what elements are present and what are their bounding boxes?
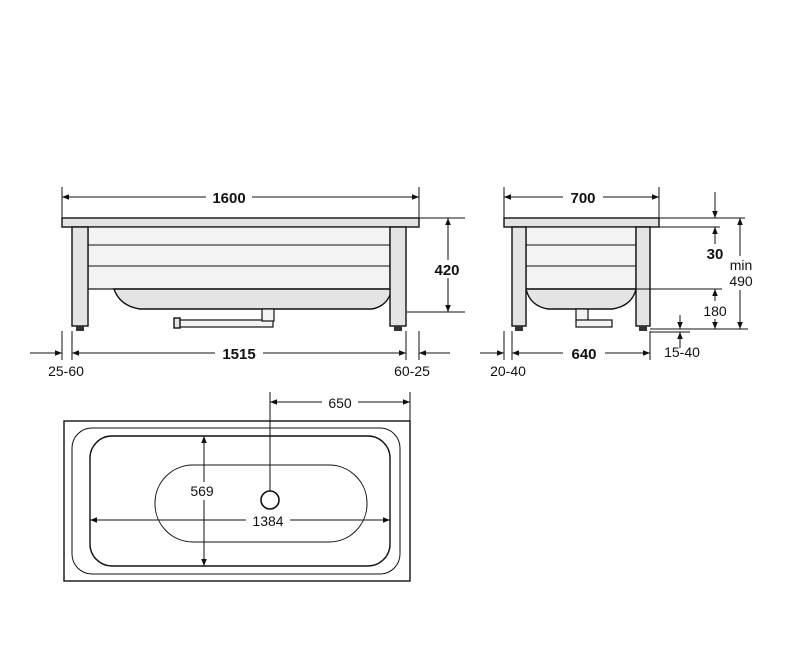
front-basin: [113, 288, 393, 310]
side-leg-span-label: 640: [571, 346, 596, 363]
front-leg-right: [389, 226, 407, 327]
front-body: [87, 226, 391, 290]
plan-inner-length-label: 1384: [252, 513, 283, 529]
front-leg-span-label: 1515: [222, 346, 255, 363]
plan-inner-edge: [71, 427, 401, 575]
side-leg-height-label: 180: [703, 303, 727, 319]
plan-inner-width-label: 569: [190, 483, 214, 499]
front-view: 1600 420 1515 25-60: [30, 187, 465, 379]
plan-drain-offset-label: 650: [328, 395, 352, 411]
side-body: [525, 226, 637, 290]
side-left-offset-label: 20-40: [490, 363, 526, 379]
side-drain: [575, 308, 589, 322]
side-leg-left: [511, 226, 527, 327]
front-length-label: 1600: [212, 190, 245, 207]
side-min-label: min: [730, 257, 753, 273]
plan-drain: [260, 490, 280, 510]
front-right-offset-label: 60-25: [394, 363, 430, 379]
plan-basin: [89, 435, 391, 567]
side-rim: [503, 217, 660, 228]
side-basin: [525, 288, 637, 310]
front-leg-left: [71, 226, 89, 327]
side-view: 700 30 min 490 180: [480, 187, 758, 379]
front-height-label: 420: [434, 262, 459, 279]
plan-view: 650 569 1384: [63, 392, 411, 582]
front-drain-pipe: [176, 319, 274, 328]
side-leg-right: [635, 226, 651, 327]
side-min-height-label: 490: [729, 273, 753, 289]
side-rim-thickness-label: 30: [707, 246, 724, 263]
plan-basin-floor: [154, 464, 368, 543]
front-left-offset-label: 25-60: [48, 363, 84, 379]
front-rim: [61, 217, 420, 228]
side-width-label: 700: [570, 190, 595, 207]
side-foot-adjust-label: 15-40: [664, 344, 700, 360]
plan-outer-rim: [63, 420, 411, 582]
